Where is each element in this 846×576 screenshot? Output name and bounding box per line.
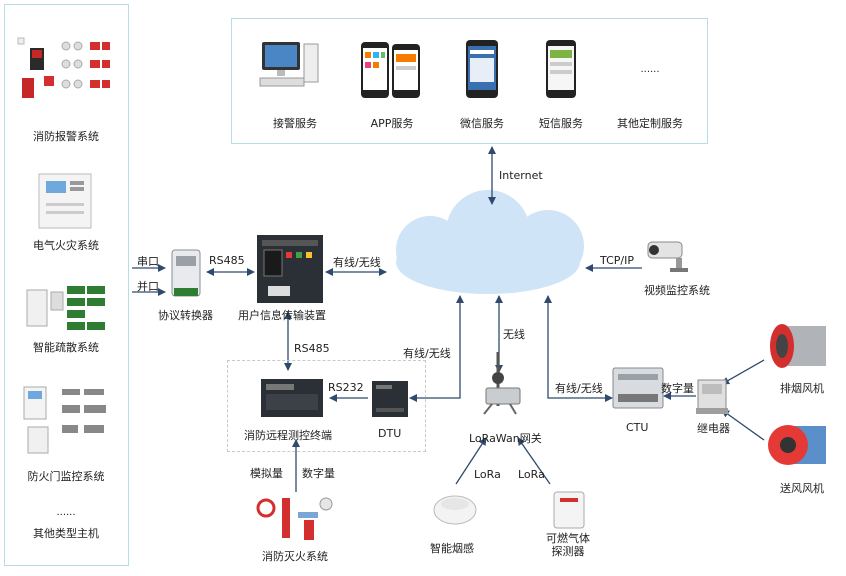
service-dots: ······ <box>640 67 660 78</box>
rs485-label-b: RS485 <box>294 342 330 355</box>
exhaust-fan-label: 排烟风机 <box>780 382 824 395</box>
left-label-evacuation: 智能疏散系统 <box>33 341 99 354</box>
lora-label-1: LoRa <box>474 468 501 481</box>
service-label-wechat: 微信服务 <box>460 117 504 130</box>
relay-device <box>696 379 728 414</box>
smoke-sensor-device <box>433 495 477 525</box>
exhaust-fan-device <box>770 324 826 368</box>
relay-label: 继电器 <box>697 422 730 435</box>
gas-detector-label: 可燃气体 探测器 <box>546 532 590 558</box>
video-label: 视频监控系统 <box>644 284 710 297</box>
extinguish-label: 消防灭火系统 <box>262 550 328 563</box>
remote-terminal-device <box>261 379 323 417</box>
wired-wireless-label-3: 有线/无线 <box>555 382 603 395</box>
analog-label: 模拟量 <box>250 467 283 480</box>
lora-gateway-device <box>483 352 521 415</box>
wechat-phone-icon <box>466 40 498 98</box>
rs485-label-a: RS485 <box>209 254 245 267</box>
dtu-label: DTU <box>378 427 402 440</box>
user-transmitter-device <box>257 235 323 303</box>
fire-door-system-image <box>23 386 106 454</box>
extinguish-system-device <box>256 497 333 540</box>
supply-fan-label: 送风风机 <box>780 482 824 495</box>
sms-phone-icon <box>546 40 576 98</box>
wired-wireless-label-1: 有线/无线 <box>333 256 381 269</box>
serial-label: 串口 <box>137 255 159 268</box>
protocol-converter-device <box>171 249 201 297</box>
ctu-device <box>612 367 664 409</box>
video-camera-device <box>647 241 688 272</box>
evacuation-system-image <box>26 286 105 330</box>
service-label-alarm: 接警服务 <box>273 117 317 130</box>
supply-fan-device <box>768 425 826 465</box>
terminal-dtu-group <box>227 360 426 452</box>
fire-alarm-system-image <box>17 37 110 98</box>
left-label-fire-alarm: 消防报警系统 <box>33 130 99 143</box>
internet-label: Internet <box>499 169 543 182</box>
exhaust-fan-link <box>721 359 765 385</box>
ctu-label: CTU <box>626 421 649 434</box>
electric-fire-system-image <box>38 173 92 229</box>
gas-detector-device <box>553 491 585 529</box>
ctu-cloud-link <box>544 295 613 402</box>
digital-label-2: 数字量 <box>302 467 335 480</box>
service-label-app: APP服务 <box>370 117 414 130</box>
service-label-other: 其他定制服务 <box>617 117 683 130</box>
smartphone-app-icon <box>361 42 420 98</box>
lora-gateway-label: LoRaWan网关 <box>469 432 542 445</box>
digital-label-1: 数字量 <box>661 382 694 395</box>
user-transmitter-label: 用户信息传输装置 <box>238 309 326 322</box>
rs232-label: RS232 <box>328 381 364 394</box>
smoke-sensor-label: 智能烟感 <box>430 542 474 555</box>
dtu-device <box>372 381 408 417</box>
left-label-fire-door: 防火门监控系统 <box>27 470 105 483</box>
supply-fan-link <box>721 409 765 441</box>
protocol-converter-label: 协议转换器 <box>158 309 213 322</box>
wireless-label: 无线 <box>503 328 525 341</box>
desktop-computer-icon <box>259 42 319 87</box>
gas-lora-link <box>517 437 551 485</box>
left-label-electric-fire: 电气火灾系统 <box>33 239 99 252</box>
remote-terminal-label: 消防远程测控终端 <box>244 429 332 442</box>
left-dots: ······ <box>56 510 76 521</box>
parallel-label: 并口 <box>137 280 159 293</box>
smoke-lora-link <box>455 437 487 485</box>
internet-cloud <box>396 190 584 294</box>
tcpip-label: TCP/IP <box>600 254 634 267</box>
dtu-cloud-link <box>409 295 464 402</box>
wired-wireless-label-2: 有线/无线 <box>403 347 451 360</box>
lora-label-2: LoRa <box>518 468 545 481</box>
left-label-other: 其他类型主机 <box>33 527 99 540</box>
service-label-sms: 短信服务 <box>539 117 583 130</box>
